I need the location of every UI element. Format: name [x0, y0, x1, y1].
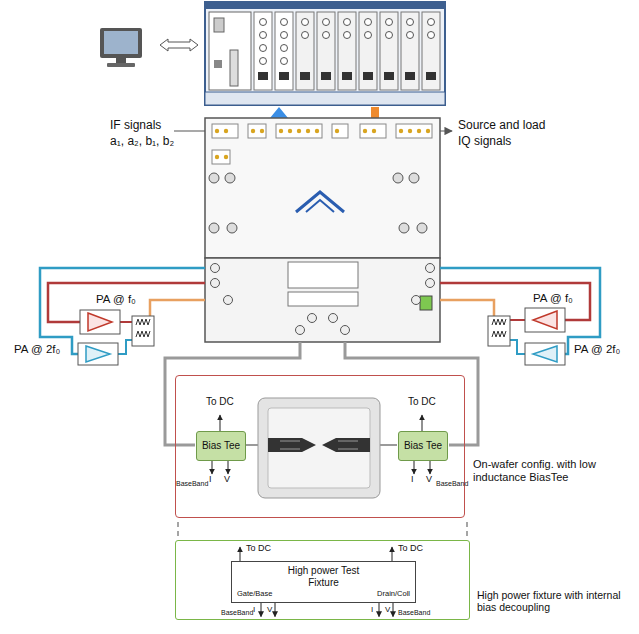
box-label: High power Test Fixture — [274, 565, 374, 588]
box-label: Bias Tee — [404, 440, 442, 452]
probe-illustration — [258, 398, 380, 498]
bias-tee-box: Bias Tee — [196, 431, 246, 461]
receiver-unit — [205, 118, 440, 258]
bias-arrow — [430, 461, 431, 474]
terminal-label: V — [426, 474, 432, 484]
terminal-label: BaseBand — [221, 609, 253, 617]
box-label: Bias Tee — [202, 440, 240, 452]
signal-label: Source and load — [458, 119, 545, 133]
terminal-label: To DC — [246, 543, 271, 553]
bias-arrow — [220, 415, 221, 431]
box-label: High power fixture with internal bias de… — [477, 589, 639, 613]
amplifier-label: PA @ 2f₀ — [14, 343, 60, 356]
amplifier-label: PA @ 2f₀ — [574, 343, 620, 356]
terminal-label: V — [267, 605, 272, 614]
terminal-label: V — [385, 605, 390, 614]
terminal-label: I — [371, 605, 373, 614]
terminal-label: I — [411, 474, 414, 484]
terminal-label: V — [224, 474, 230, 484]
terminal-label: To DC — [398, 543, 423, 553]
test-set — [205, 258, 440, 342]
terminal-label: To DC — [408, 396, 436, 408]
cable-continuation — [178, 522, 467, 540]
bias-tee-box: Bias Tee — [398, 431, 448, 461]
terminal-label: BaseBand — [436, 480, 468, 488]
bias-arrow — [240, 547, 241, 561]
bias-arrow — [261, 603, 262, 617]
bias-arrow — [379, 603, 380, 617]
link-arrow — [160, 39, 198, 51]
amplifier-label: PA @ f₀ — [533, 292, 573, 305]
filter-symbol — [492, 331, 506, 337]
port-label: Gate/Base — [237, 590, 321, 599]
terminal-label: BaseBand — [398, 609, 430, 617]
signal-label: a₁, a₂, b₁, b₂ — [110, 135, 174, 149]
pa-loop-left — [40, 268, 205, 365]
terminal-label: BaseBand — [176, 480, 208, 488]
filter-symbol — [136, 331, 150, 337]
bias-arrow — [414, 461, 415, 474]
box-label: On-wafer config. with low inductance Bia… — [473, 458, 638, 483]
bias-arrow — [392, 547, 393, 561]
terminal-label: I — [209, 474, 212, 484]
signal-label: IQ signals — [458, 135, 511, 149]
test-fixture-box: High power Test FixtureGate/Base Drain/Co… — [231, 561, 416, 603]
amplifier-label: PA @ f₀ — [96, 293, 136, 306]
pxi-chassis — [205, 2, 445, 105]
port-label: Drain/Coll — [327, 590, 411, 599]
terminal-label: I — [253, 605, 255, 614]
bias-arrow — [393, 603, 394, 617]
terminal-label: To DC — [206, 396, 234, 408]
config-region: High power fixture with internal bias de… — [175, 540, 470, 620]
signal-label: IF signals — [110, 119, 161, 133]
bias-arrow — [275, 603, 276, 617]
bias-arrow — [422, 415, 423, 431]
bias-arrow — [228, 461, 229, 474]
computer-icon — [100, 28, 142, 67]
filter-symbol — [492, 319, 506, 325]
filter-symbol — [136, 319, 150, 325]
bias-arrow — [212, 461, 213, 474]
